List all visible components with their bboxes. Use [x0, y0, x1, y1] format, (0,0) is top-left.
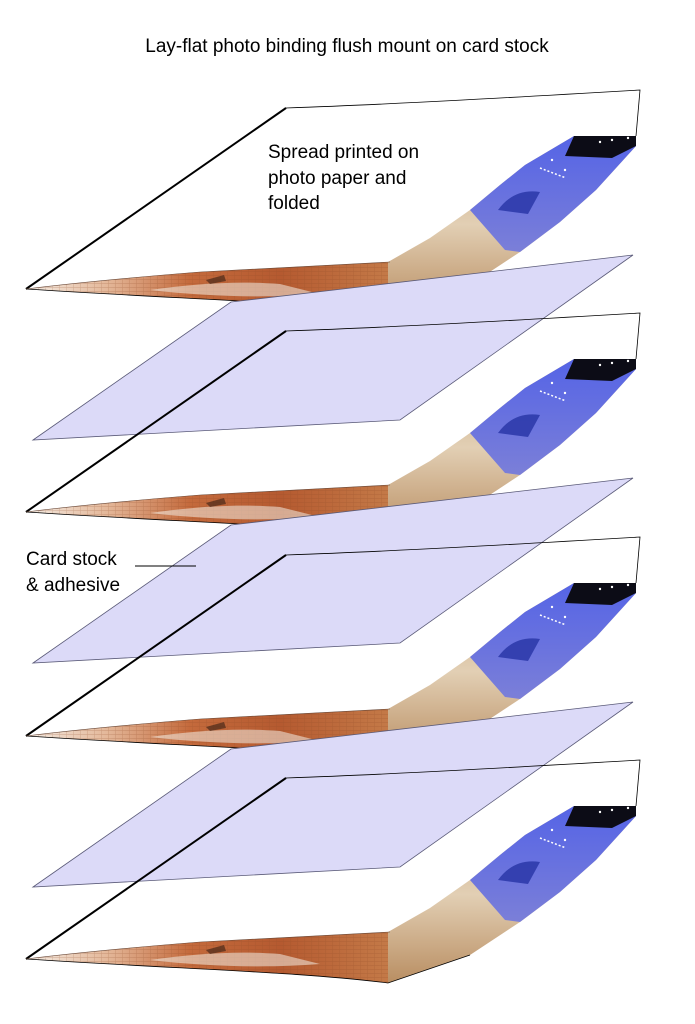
photo-arch — [498, 861, 540, 884]
spread-label: Spread printed on photo paper and folded — [268, 142, 419, 214]
photo-light-5 — [563, 391, 567, 395]
photo-light-2 — [610, 138, 614, 142]
paper-outline — [25, 536, 641, 737]
spread-label-line-1: Spread printed on — [268, 142, 419, 163]
photo-night-sky — [565, 806, 636, 828]
layer-stack — [25, 89, 641, 984]
card-stock-label-line-2: & adhesive — [26, 575, 120, 596]
card-stock-sheet-2 — [31, 477, 634, 664]
photo-railing — [539, 614, 567, 626]
diagram-title: Lay-flat photo binding flush mount on ca… — [145, 36, 549, 57]
paper-fold-edge — [25, 554, 287, 737]
photo-railing — [539, 390, 567, 402]
photo-floor-detail — [206, 945, 226, 954]
photo-light-4 — [550, 381, 554, 385]
photo-sky — [470, 806, 636, 922]
photo-floor-highlight — [150, 282, 320, 297]
photo-light-3 — [626, 806, 630, 810]
photo-floor-detail — [206, 275, 226, 284]
photo-sky — [470, 359, 636, 475]
photo-light-5 — [563, 615, 567, 619]
photo-night-sky — [565, 136, 636, 158]
photo-railing — [539, 167, 567, 179]
paper-fold-edge — [25, 107, 287, 290]
card-stock-sheet-3 — [31, 701, 634, 888]
card-stock-label: Card stock & adhesive — [26, 549, 196, 596]
card-stock-label-line-1: Card stock — [26, 549, 117, 570]
photo-arch — [498, 414, 540, 437]
paper-outline — [25, 89, 641, 290]
photo-light-3 — [626, 359, 630, 363]
photo-light-5 — [563, 838, 567, 842]
photo-light-4 — [550, 605, 554, 609]
photo-sky — [470, 136, 636, 252]
paper-outline — [25, 312, 641, 513]
photo-light-3 — [626, 583, 630, 587]
photo-light-2 — [610, 361, 614, 365]
photo-sky — [470, 583, 636, 699]
photo-spread-4 — [25, 759, 641, 984]
card-stock-panel — [31, 477, 634, 664]
photo-light-1 — [598, 587, 602, 591]
photo-night-sky — [565, 583, 636, 605]
photo-light-3 — [626, 136, 630, 140]
card-stock-panel — [31, 701, 634, 888]
card-stock-panel — [31, 254, 634, 441]
paper-inner-edge — [25, 261, 391, 290]
photo-light-4 — [550, 158, 554, 162]
photo-light-1 — [598, 363, 602, 367]
paper-fold-edge — [25, 330, 287, 513]
photo-floor-detail — [206, 722, 226, 731]
paper-inner-edge — [25, 484, 391, 513]
paper-inner-edge — [25, 708, 391, 737]
paper-bottom-edge — [25, 954, 471, 984]
paper-inner-edge — [25, 931, 391, 960]
photo-light-2 — [610, 585, 614, 589]
spread-label-line-3: folded — [268, 193, 320, 214]
card-stock-sheet-1 — [31, 254, 634, 441]
photo-light-1 — [598, 140, 602, 144]
photo-floor-highlight — [150, 729, 320, 744]
photo-light-1 — [598, 810, 602, 814]
photo-light-2 — [610, 808, 614, 812]
photo-arch — [498, 191, 540, 214]
photo-railing — [539, 837, 567, 849]
photo-floor-highlight — [150, 952, 320, 967]
photo-night-sky — [565, 359, 636, 381]
photo-arch — [498, 638, 540, 661]
photo-light-5 — [563, 168, 567, 172]
photo-light-4 — [550, 828, 554, 832]
photo-floor-detail — [206, 498, 226, 507]
paper-fold-edge — [25, 777, 287, 960]
photo-floor-highlight — [150, 505, 320, 520]
paper-outline — [25, 759, 641, 960]
spread-label-line-2: photo paper and — [268, 168, 406, 189]
